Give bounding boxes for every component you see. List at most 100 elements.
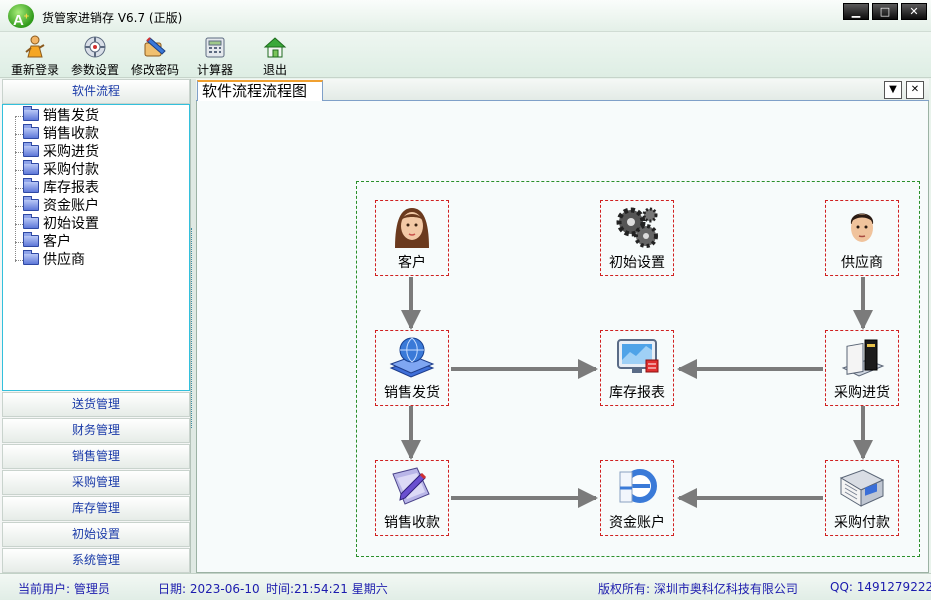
male-avatar-icon <box>850 213 874 242</box>
panel-splitter[interactable] <box>190 79 196 573</box>
maximize-button[interactable]: □ <box>872 3 898 20</box>
chevron-down-icon: ▼ <box>889 84 897 95</box>
books-icon <box>841 339 885 377</box>
node-purchase-receipt-label: 采购进货 <box>834 385 890 401</box>
node-initial-setup[interactable]: 初始设置 <box>600 200 674 276</box>
flow-tree: 销售发货 销售收款 采购进货 采购付款 库存报表 资金账户 初始设置 客户 供应… <box>2 104 190 391</box>
newspaper-icon <box>839 469 885 507</box>
node-inventory-report[interactable]: 库存报表 <box>600 330 674 406</box>
tree-branch <box>15 152 23 153</box>
tree-item-customer[interactable]: 客户 <box>23 232 71 251</box>
exit-label: 退出 <box>262 63 287 77</box>
folder-icon <box>23 232 39 247</box>
password-pen-icon <box>144 37 166 57</box>
folder-icon <box>23 142 39 157</box>
status-qq: QQ: 1491279222 <box>830 580 931 594</box>
monitor-report-icon <box>617 339 659 373</box>
female-avatar-icon <box>395 208 429 248</box>
tab-close-button[interactable]: ✕ <box>906 81 924 99</box>
node-supplier-label: 供应商 <box>841 255 883 271</box>
status-bar: 当前用户: 管理员 日期: 2023-06-10 时间:21:54:21 星期六… <box>0 573 931 600</box>
node-purchase-payment[interactable]: 采购付款 <box>825 460 899 536</box>
exit-button[interactable]: 退出 <box>244 34 306 78</box>
node-inventory-report-label: 库存报表 <box>609 385 665 401</box>
exit-house-icon <box>263 37 287 58</box>
toolbar: 重新登录 参数设置 修改密码 计算器 退出 <box>0 32 931 78</box>
close-window-button[interactable]: ✕ <box>901 3 927 20</box>
sidebar-section-inventory[interactable]: 库存管理 <box>2 496 190 521</box>
status-date: 日期: 2023-06-10 <box>158 582 260 596</box>
calculator-icon <box>205 37 225 58</box>
change-password-label: 修改密码 <box>130 63 179 77</box>
relogin-person-icon <box>25 35 45 58</box>
minimize-button[interactable]: ▁ <box>843 3 869 20</box>
node-customer-label: 客户 <box>398 255 426 271</box>
folder-icon <box>23 178 39 193</box>
tree-branch <box>15 224 23 225</box>
folder-icon <box>23 250 39 265</box>
change-password-button[interactable]: 修改密码 <box>124 34 186 78</box>
close-icon: ✕ <box>910 84 920 95</box>
tree-item-purchase-payment[interactable]: 采购付款 <box>23 160 99 179</box>
tree-item-initial-setup[interactable]: 初始设置 <box>23 214 99 233</box>
sidebar-header-software-flow[interactable]: 软件流程 <box>2 79 190 104</box>
status-time: 时间:21:54:21 星期六 <box>266 582 388 596</box>
folder-icon <box>23 196 39 211</box>
node-initial-setup-label: 初始设置 <box>609 255 665 271</box>
sidebar-section-sales[interactable]: 销售管理 <box>2 444 190 469</box>
tree-branch <box>15 242 23 243</box>
tree-branch <box>15 134 23 135</box>
node-sales-delivery-label: 销售发货 <box>384 385 440 401</box>
tab-strip <box>196 79 929 101</box>
tree-item-purchase-receipt[interactable]: 采购进货 <box>23 142 99 161</box>
splitter-grip[interactable] <box>191 228 195 428</box>
node-fund-account[interactable]: 资金账户 <box>600 460 674 536</box>
tree-item-fund-account[interactable]: 资金账户 <box>23 196 99 215</box>
node-purchase-receipt[interactable]: 采购进货 <box>825 330 899 406</box>
calculator-label: 计算器 <box>196 63 233 77</box>
sidebar-section-delivery[interactable]: 送货管理 <box>2 392 190 417</box>
window-title: 货管家进销存 V6.7 (正版) <box>42 11 183 25</box>
calculator-button[interactable]: 计算器 <box>184 34 246 78</box>
tree-branch <box>15 206 23 207</box>
tab-flowchart[interactable]: 软件流程流程图 <box>197 80 323 102</box>
sidebar-section-finance[interactable]: 财务管理 <box>2 418 190 443</box>
settings-gear-icon <box>84 36 106 58</box>
node-sales-collection[interactable]: 销售收款 <box>375 460 449 536</box>
flowchart-canvas <box>197 101 928 572</box>
status-current-user: 当前用户: 管理员 <box>18 582 110 596</box>
tree-branch <box>15 170 23 171</box>
node-supplier[interactable]: 供应商 <box>825 200 899 276</box>
node-purchase-payment-label: 采购付款 <box>834 515 890 531</box>
globe-stack-icon <box>389 337 435 378</box>
tree-item-inventory-report[interactable]: 库存报表 <box>23 178 99 197</box>
node-sales-collection-label: 销售收款 <box>384 515 440 531</box>
folder-icon <box>23 160 39 175</box>
tree-item-sales-collection[interactable]: 销售收款 <box>23 124 99 143</box>
ie-globe-icon <box>619 469 657 503</box>
node-customer[interactable]: 客户 <box>375 200 449 276</box>
sidebar-section-purchase[interactable]: 采购管理 <box>2 470 190 495</box>
app-logo: A+ <box>8 4 34 29</box>
sidebar-section-system[interactable]: 系统管理 <box>2 548 190 573</box>
tree-branch <box>15 260 23 261</box>
sidebar-section-initial-setup[interactable]: 初始设置 <box>2 522 190 547</box>
folder-icon <box>23 106 39 121</box>
document-pen-icon <box>392 467 430 505</box>
parameter-settings-button[interactable]: 参数设置 <box>64 34 126 78</box>
flowchart-frame <box>356 181 920 557</box>
tree-branch <box>15 188 23 189</box>
tree-item-supplier[interactable]: 供应商 <box>23 250 85 269</box>
tree-guide-line <box>15 117 16 262</box>
parameter-settings-label: 参数设置 <box>70 63 119 77</box>
folder-icon <box>23 124 39 139</box>
navigation-panel: 软件流程 销售发货 销售收款 采购进货 采购付款 库存报表 资金账户 初始设置 … <box>0 79 192 573</box>
gears-icon <box>616 207 658 248</box>
node-sales-delivery[interactable]: 销售发货 <box>375 330 449 406</box>
relogin-button[interactable]: 重新登录 <box>4 34 66 78</box>
tab-dropdown-button[interactable]: ▼ <box>884 81 902 99</box>
folder-icon <box>23 214 39 229</box>
maximize-icon: □ <box>879 5 891 18</box>
tree-item-sales-delivery[interactable]: 销售发货 <box>23 106 99 125</box>
